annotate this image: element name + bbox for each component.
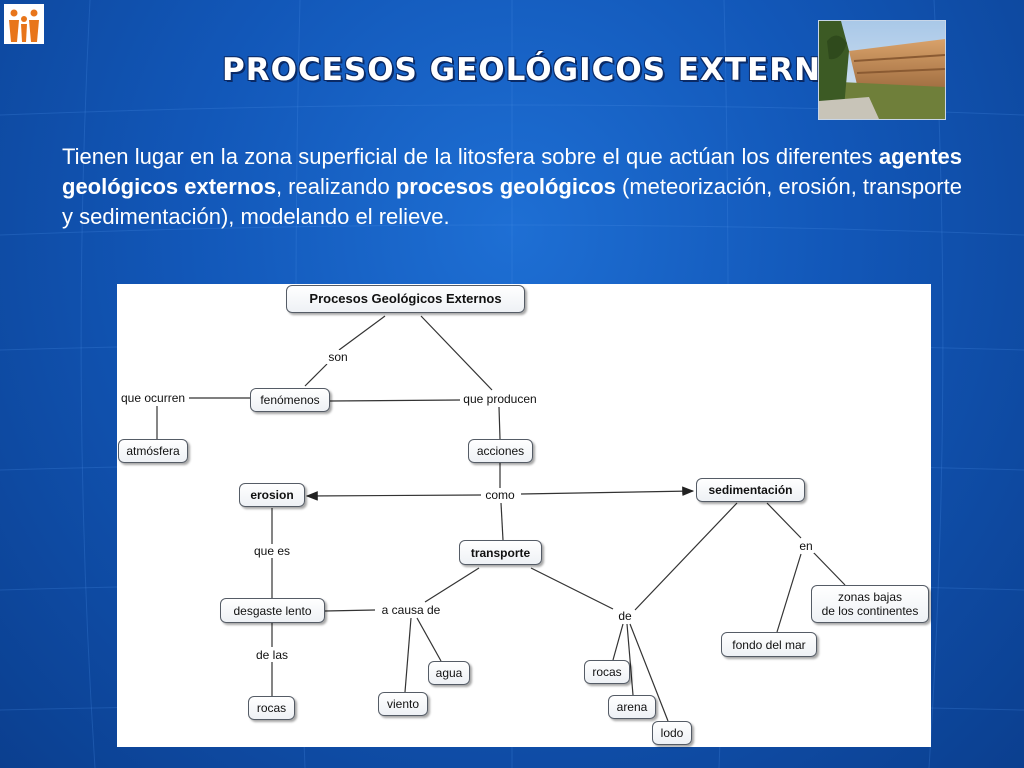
family-logo-icon [4, 4, 44, 44]
link-a-causa-de: a causa de [379, 603, 443, 617]
connector-fenomenos-producen [329, 399, 461, 402]
connector-de-rocas [612, 623, 624, 661]
node-zonas-bajas: zonas bajas de los continentes [811, 585, 929, 623]
link-que-ocurren: que ocurren [119, 391, 188, 405]
slide-title: PROCESOS GEOLÓGICOS EXTERNOS [222, 52, 872, 88]
link-de: de [616, 609, 634, 623]
node-sedimentacion: sedimentación [696, 478, 805, 502]
intro-text-3: (meteorización, erosión, transporte y se… [62, 174, 962, 229]
link-que-producen: que producen [461, 392, 539, 406]
intro-bold-agentes: agentes geológicos externos [62, 144, 962, 199]
connector-de-arena [626, 623, 634, 696]
intro-text-2: , realizando [275, 174, 396, 199]
connector-en-zonas [812, 551, 846, 586]
canyon-landscape-photo [818, 20, 946, 120]
link-como: como [483, 488, 517, 502]
link-de-las: de las [253, 648, 291, 662]
arrow-como-erosion [305, 491, 482, 501]
node-desgaste-lento: desgaste lento [220, 598, 325, 623]
node-transporte: transporte [459, 540, 542, 565]
connector-acausa-agua [416, 617, 442, 662]
intro-paragraph: Tienen lugar en la zona superficial de l… [62, 142, 962, 232]
concept-map-connectors [156, 315, 846, 722]
node-viento: viento [378, 692, 428, 716]
arrow-como-sedimentacion [520, 486, 695, 496]
link-en: en [797, 539, 815, 553]
node-fenomenos: fenómenos [250, 388, 330, 412]
connector-acausa-viento [404, 617, 412, 693]
link-son: son [326, 350, 350, 364]
node-atmosfera: atmósfera [118, 439, 188, 463]
node-rocas-desgaste: rocas [248, 696, 295, 720]
node-agua: agua [428, 661, 470, 685]
connector-producen-acciones [498, 406, 501, 440]
connector-root-son [338, 315, 386, 351]
intro-text-1: Tienen lugar en la zona superficial de l… [62, 144, 879, 169]
node-acciones: acciones [468, 439, 533, 463]
connector-sedimentacion-en [766, 502, 802, 539]
connector-son-fenomenos [304, 363, 328, 387]
connector-sedimentacion-de [634, 502, 738, 611]
connector-como-transporte [500, 502, 504, 541]
connector-transporte-de [530, 567, 614, 610]
node-zonas-bajas-line1: zonas bajas [837, 590, 903, 604]
node-erosion: erosion [239, 483, 305, 507]
intro-bold-procesos: procesos geológicos [395, 174, 616, 199]
connector-de-lodo [629, 623, 669, 722]
connector-en-fondo [776, 553, 802, 633]
node-rocas-transporte: rocas [584, 660, 630, 684]
node-arena: arena [608, 695, 656, 719]
node-procesos-geologicos-externos: Procesos Geológicos Externos [286, 285, 525, 313]
connector-desgaste-acausa [324, 609, 376, 612]
concept-map: Procesos Geológicos Externos fenómenos a… [117, 284, 931, 747]
link-que-es: que es [251, 544, 293, 558]
connector-transporte-acausa [424, 567, 480, 603]
node-zonas-bajas-line2: de los continentes [821, 604, 919, 618]
connector-root-producen [420, 315, 493, 391]
node-lodo: lodo [652, 721, 692, 745]
node-fondo-del-mar: fondo del mar [721, 632, 817, 657]
